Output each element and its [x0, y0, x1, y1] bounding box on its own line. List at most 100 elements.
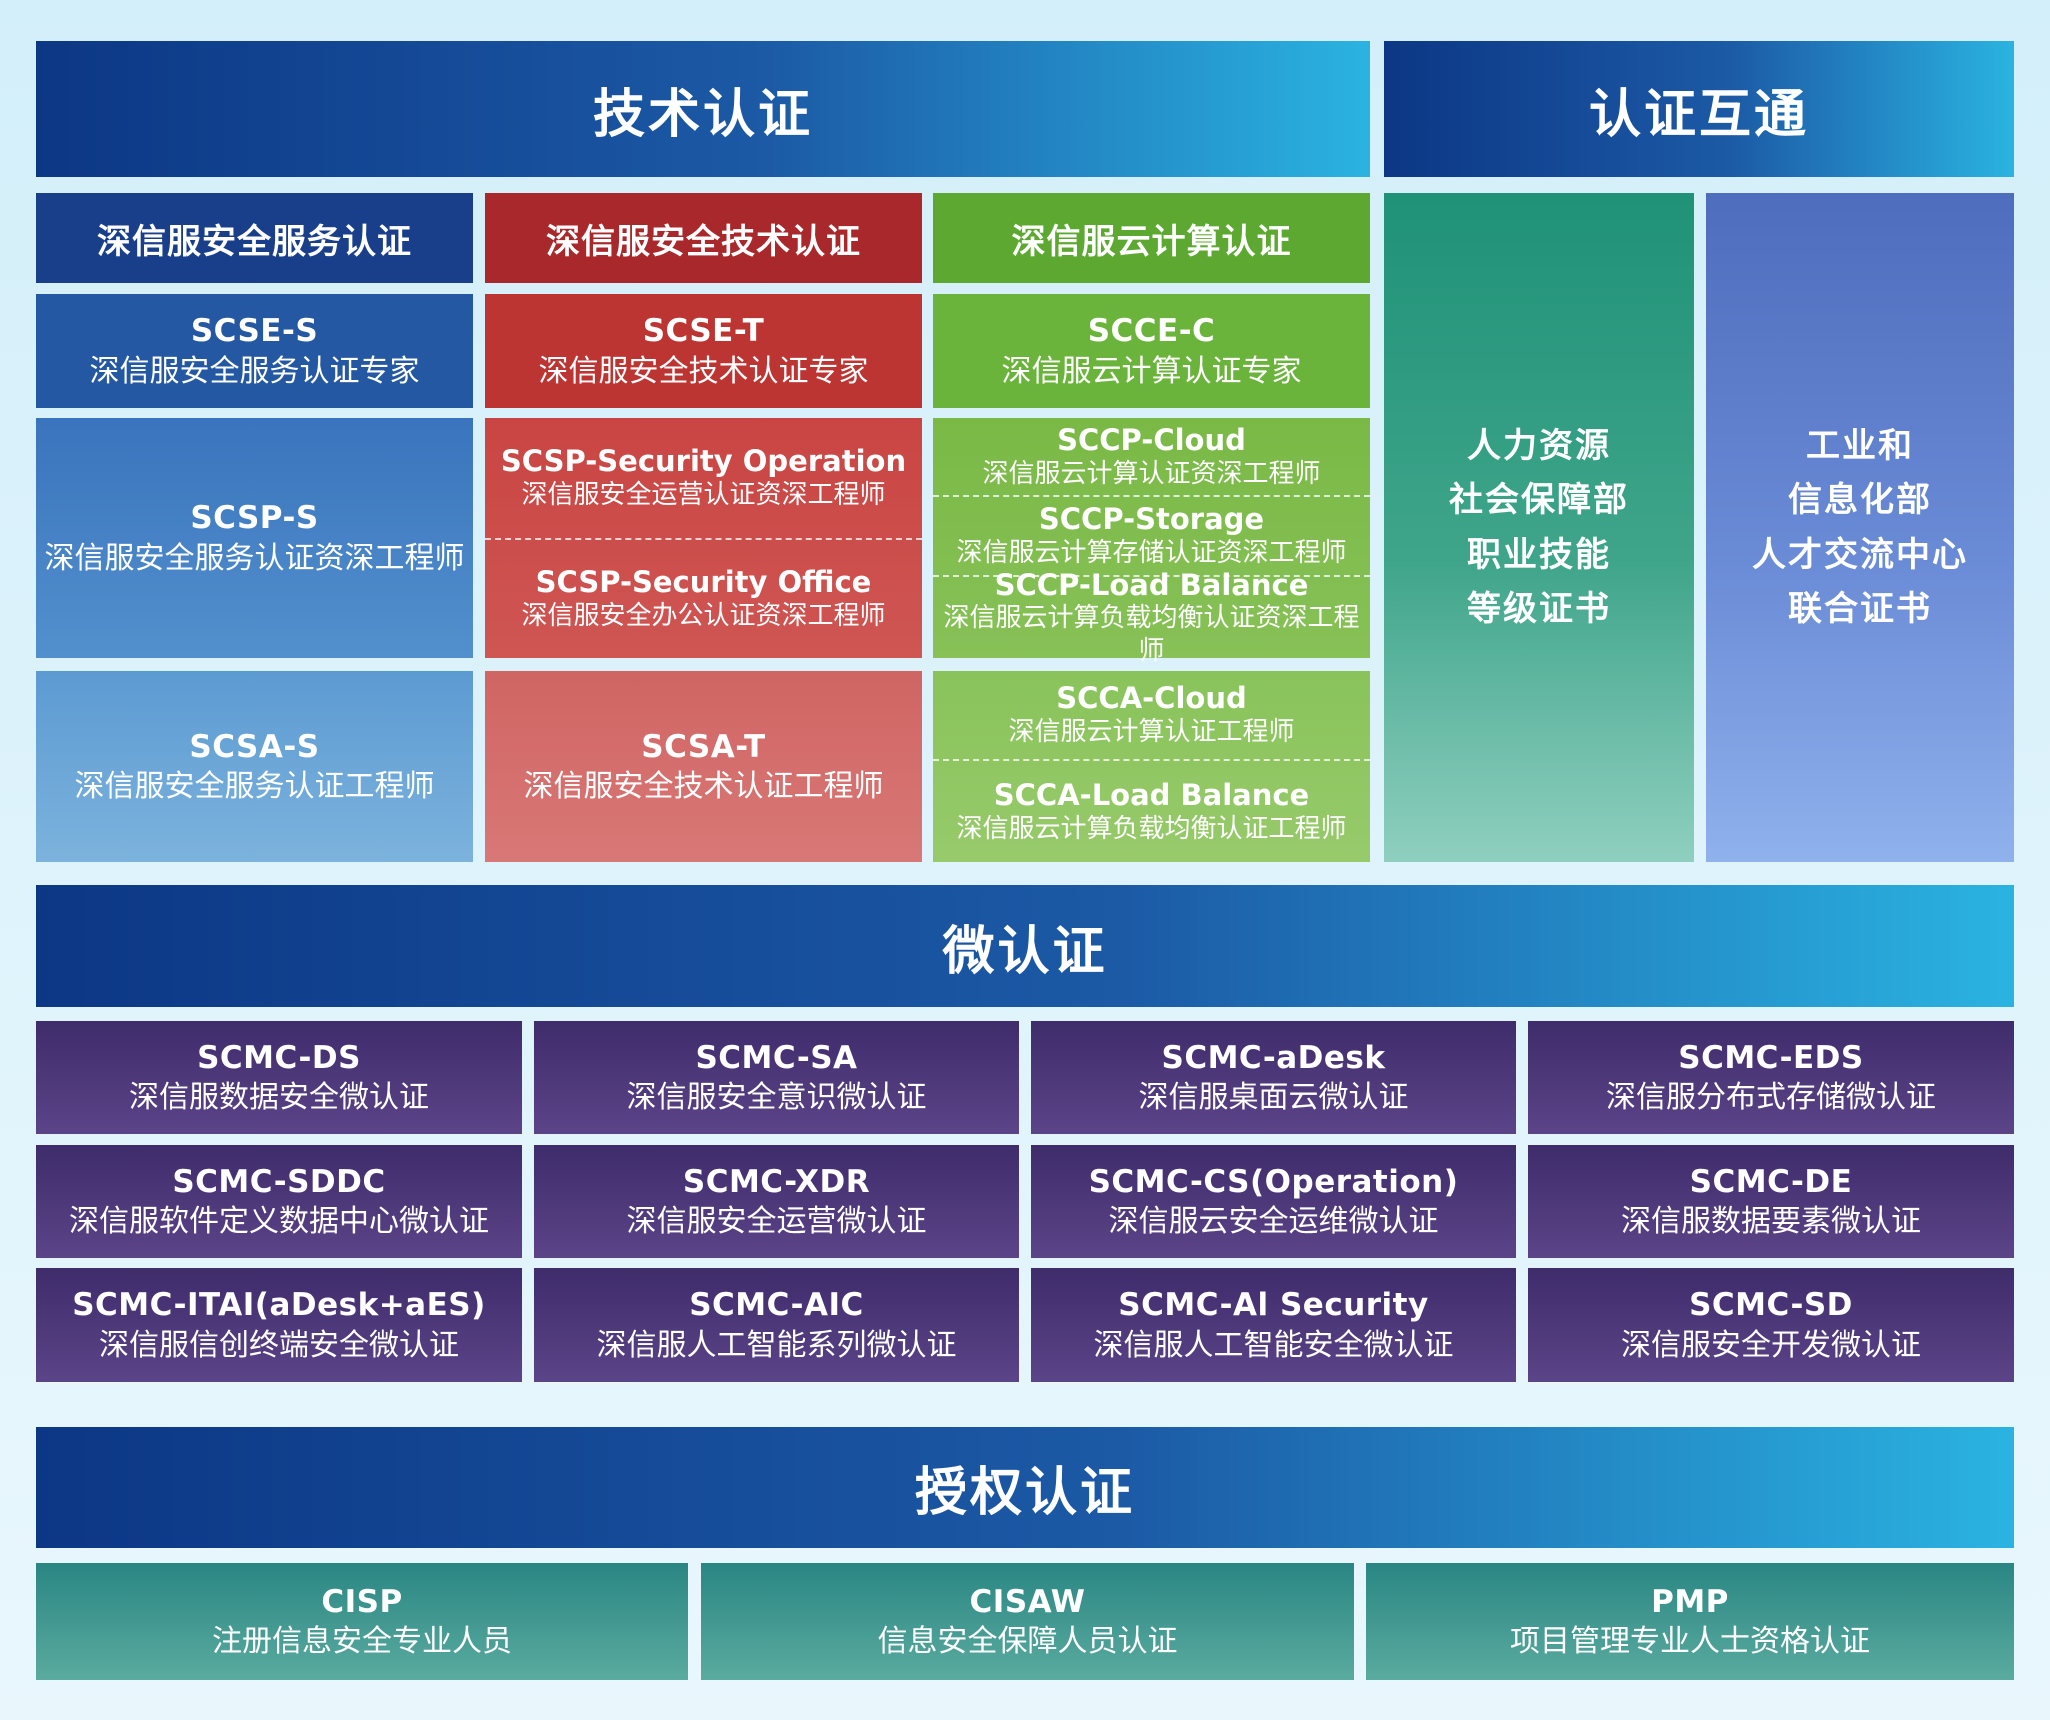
scca-load-balance-code: SCCA-Load Balance [993, 777, 1310, 812]
micro-cert-name: 深信服安全开发微认证 [1621, 1327, 1921, 1363]
micro-cert-code: SCMC-aDesk [1161, 1039, 1386, 1076]
micro-cert-card: SCMC-SDDC 深信服软件定义数据中心微认证 [36, 1145, 522, 1258]
miit-line-1: 工业和 [1806, 425, 1914, 466]
micro-cert-code: SCMC-DS [197, 1039, 361, 1076]
micro-cert-code: SCMC-CS(Operation) [1088, 1163, 1459, 1200]
tech-cert-title: 技术认证 [592, 84, 813, 145]
mutual-cert-banner: 认证互通 [1384, 41, 2014, 177]
miit-line-4: 联合证书 [1788, 588, 1932, 629]
auth-cert-name: 信息安全保障人员认证 [877, 1624, 1178, 1660]
scsp-security-operation-name: 深信服安全运营认证资深工程师 [521, 480, 886, 511]
scca-load-balance-name: 深信服云计算负载均衡认证工程师 [956, 813, 1347, 844]
scsa-s-card: SCSA-S 深信服安全服务认证工程师 [36, 671, 473, 862]
scsa-s-code: SCSA-S [189, 728, 320, 765]
tech-cert-column-title: 深信服安全技术认证 [546, 221, 861, 262]
micro-cert-name: 深信服安全意识微认证 [626, 1080, 927, 1116]
mohrss-line-2: 社会保障部 [1449, 480, 1629, 521]
scca-load-balance: SCCA-Load Balance 深信服云计算负载均衡认证工程师 [933, 761, 1370, 862]
sccp-card: SCCP-Cloud 深信服云计算认证资深工程师 SCCP-Storage 深信… [933, 418, 1370, 666]
micro-cert-card: SCMC-AIC 深信服人工智能系列微认证 [534, 1268, 1019, 1382]
auth-cert-name: 注册信息安全专业人员 [212, 1624, 512, 1660]
auth-cert-card-pmp: PMP 项目管理专业人士资格认证 [1366, 1563, 2014, 1680]
scse-s-name: 深信服安全服务认证专家 [89, 353, 420, 389]
auth-cert-code: PMP [1651, 1583, 1729, 1620]
micro-cert-card: SCMC-EDS 深信服分布式存储微认证 [1528, 1021, 2014, 1134]
micro-cert-name: 深信服云安全运维微认证 [1108, 1204, 1439, 1240]
micro-cert-card: SCMC-DS 深信服数据安全微认证 [36, 1021, 522, 1134]
scse-t-card: SCSE-T 深信服安全技术认证专家 [485, 294, 922, 408]
micro-cert-name: 深信服安全运营微认证 [626, 1204, 927, 1240]
auth-cert-code: CISP [321, 1583, 403, 1620]
mohrss-line-4: 等级证书 [1467, 588, 1611, 629]
scca-cloud: SCCA-Cloud 深信服云计算认证工程师 [933, 671, 1370, 761]
authorized-cert-title: 授权认证 [914, 1463, 1135, 1523]
scce-c-code: SCCE-C [1087, 313, 1216, 350]
micro-cert-name: 深信服信创终端安全微认证 [99, 1327, 459, 1363]
micro-cert-name: 深信服分布式存储微认证 [1606, 1080, 1936, 1116]
mohrss-line-3: 职业技能 [1467, 534, 1611, 575]
scsa-t-name: 深信服安全技术认证工程师 [523, 769, 884, 805]
micro-cert-code: SCMC-XDR [682, 1163, 871, 1200]
mohrss-line-1: 人力资源 [1467, 425, 1611, 466]
scca-card: SCCA-Cloud 深信服云计算认证工程师 SCCA-Load Balance… [933, 671, 1370, 862]
scsa-s-name: 深信服安全服务认证工程师 [74, 769, 435, 805]
sccp-storage: SCCP-Storage 深信服云计算存储认证资深工程师 [933, 497, 1370, 577]
micro-cert-name: 深信服软件定义数据中心微认证 [69, 1204, 489, 1240]
micro-cert-name: 深信服数据安全微认证 [129, 1080, 429, 1116]
auth-cert-name: 项目管理专业人士资格认证 [1510, 1624, 1870, 1660]
sccp-storage-name: 深信服云计算存储认证资深工程师 [956, 538, 1347, 569]
sccp-load-balance: SCCP-Load Balance 深信服云计算负载均衡认证资深工程师 [933, 568, 1370, 666]
micro-cert-card: SCMC-CS(Operation) 深信服云安全运维微认证 [1031, 1145, 1516, 1258]
scse-t-name: 深信服安全技术认证专家 [538, 353, 869, 389]
scsp-security-office-name: 深信服安全办公认证资深工程师 [521, 601, 886, 632]
miit-cert-card: 工业和 信息化部 人才交流中心 联合证书 [1706, 193, 2014, 862]
micro-cert-card: SCMC-XDR 深信服安全运营微认证 [534, 1145, 1019, 1258]
micro-cert-banner: 微认证 [36, 885, 2014, 1007]
miit-line-2: 信息化部 [1788, 480, 1932, 521]
micro-cert-code: SCMC-DE [1689, 1163, 1853, 1200]
micro-cert-code: SCMC-AIC [689, 1287, 864, 1324]
service-cert-header: 深信服安全服务认证 [36, 193, 473, 283]
micro-cert-code: SCMC-SDDC [172, 1163, 386, 1200]
micro-cert-card: SCMC-SA 深信服安全意识微认证 [534, 1021, 1019, 1134]
sccp-cloud-name: 深信服云计算认证资深工程师 [982, 458, 1321, 489]
scse-s-card: SCSE-S 深信服安全服务认证专家 [36, 294, 473, 408]
scsp-t-card: SCSP-Security Operation 深信服安全运营认证资深工程师 S… [485, 418, 922, 658]
scsp-s-code: SCSP-S [190, 500, 319, 537]
scsa-t-card: SCSA-T 深信服安全技术认证工程师 [485, 671, 922, 862]
micro-cert-code: SCMC-EDS [1678, 1039, 1864, 1076]
sccp-cloud: SCCP-Cloud 深信服云计算认证资深工程师 [933, 418, 1370, 497]
auth-cert-card-cisaw: CISAW 信息安全保障人员认证 [701, 1563, 1354, 1680]
auth-cert-code: CISAW [969, 1583, 1086, 1620]
sccp-cloud-code: SCCP-Cloud [1057, 422, 1246, 457]
sccp-load-balance-name: 深信服云计算负载均衡认证资深工程师 [943, 603, 1360, 666]
scsp-security-office-code: SCSP-Security Office [535, 565, 872, 600]
micro-cert-code: SCMC-SD [1689, 1287, 1853, 1324]
miit-line-3: 人才交流中心 [1752, 534, 1968, 575]
micro-cert-code: SCMC-ITAI(aDesk+aES) [72, 1287, 486, 1324]
scsp-security-office: SCSP-Security Office 深信服安全办公认证资深工程师 [485, 540, 922, 658]
sccp-load-balance-code: SCCP-Load Balance [994, 567, 1309, 602]
authorized-cert-banner: 授权认证 [36, 1427, 2014, 1548]
scsa-t-code: SCSA-T [641, 728, 766, 765]
cloud-cert-header: 深信服云计算认证 [933, 193, 1370, 283]
mutual-cert-title: 认证互通 [1588, 84, 1809, 145]
cloud-cert-title: 深信服云计算认证 [1011, 221, 1292, 262]
sccp-storage-code: SCCP-Storage [1038, 502, 1265, 537]
micro-cert-name: 深信服人工智能安全微认证 [1093, 1327, 1454, 1363]
micro-cert-code: SCMC-SA [695, 1039, 858, 1076]
scca-cloud-code: SCCA-Cloud [1056, 681, 1247, 716]
scse-t-code: SCSE-T [642, 313, 765, 350]
scsp-security-operation-code: SCSP-Security Operation [500, 444, 907, 479]
auth-cert-card-cisp: CISP 注册信息安全专业人员 [36, 1563, 688, 1680]
micro-cert-card: SCMC-ITAI(aDesk+aES) 深信服信创终端安全微认证 [36, 1268, 522, 1382]
scce-c-card: SCCE-C 深信服云计算认证专家 [933, 294, 1370, 408]
scsp-s-card: SCSP-S 深信服安全服务认证资深工程师 [36, 418, 473, 658]
micro-cert-title: 微认证 [942, 921, 1108, 982]
micro-cert-code: SCMC-Al Security [1118, 1287, 1429, 1324]
tech-cert-header: 深信服安全技术认证 [485, 193, 922, 283]
scsp-s-name: 深信服安全服务认证资深工程师 [44, 540, 465, 576]
tech-cert-banner: 技术认证 [36, 41, 1370, 177]
micro-cert-name: 深信服数据要素微认证 [1621, 1204, 1921, 1240]
scsp-security-operation: SCSP-Security Operation 深信服安全运营认证资深工程师 [485, 418, 922, 540]
